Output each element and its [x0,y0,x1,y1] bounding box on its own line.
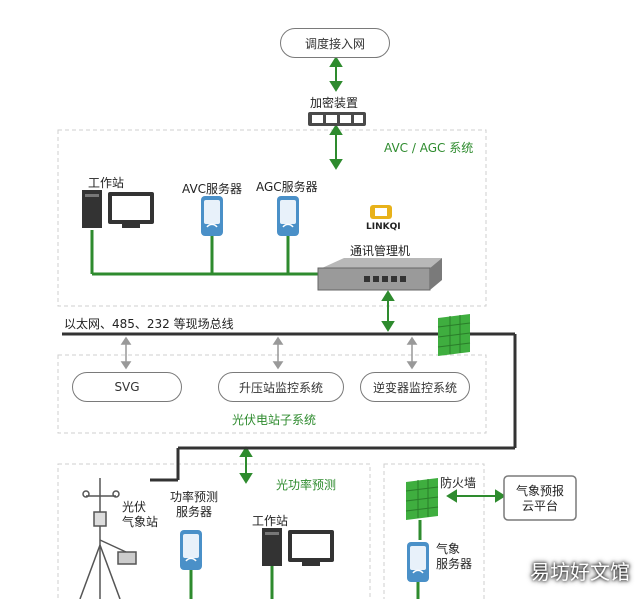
svg-node: SVG [72,372,182,402]
encryption-device-label: 加密装置 [310,96,359,110]
arrow-manager-bus [381,290,395,332]
firewall-bottom-icon [405,478,439,540]
avc-agc-group-box [57,129,487,307]
workstation-bottom-icon [262,528,334,599]
weather-station-icon [79,478,137,599]
arrow-network-encryption [329,56,343,92]
fieldbus-line [62,332,517,482]
workstation-bottom-label: 工作站 [252,514,289,528]
pv-weather-station-label: 光伏 气象站 [122,500,159,529]
weather-server-icon [407,542,429,599]
pv-subsystem-group-box [57,354,487,434]
watermark: 易坊好文馆 [530,560,630,584]
forecast-group-box [57,463,371,599]
comm-manager-icon [317,258,442,291]
linkqi-logo [370,205,392,219]
arrow-bus-forecast [239,446,253,484]
weather-cloud-label: 气象预报 云平台 [515,484,564,513]
firewall-top-icon [437,314,471,356]
gray-arrows [120,336,418,370]
firewall-label: 防火墙 [440,476,477,490]
pv-power-forecast-label: 光功率预测 [276,478,337,492]
dispatch-network-node: 调度接入网 [280,28,390,58]
arrow-firewall-cloud [446,489,506,503]
agc-server-label: AGC服务器 [256,180,318,194]
avc-agc-system-label: AVC / AGC 系统 [384,141,474,155]
pv-subsystem-label: 光伏电站子系统 [232,413,317,427]
fieldbus-label: 以太网、485、232 等现场总线 [64,317,234,331]
firewall-group-box [383,463,485,599]
power-forecast-server-label: 功率预测 服务器 [170,490,219,519]
weather-server-label: 气象 服务器 [436,542,473,571]
power-forecast-server-icon [180,530,202,599]
avc-server-icon [201,196,223,236]
workstation-top-label: 工作站 [88,176,125,190]
boost-station-node: 升压站监控系统 [218,372,344,402]
inverter-monitor-node: 逆变器监控系统 [360,372,470,402]
encryption-device-icon [308,112,366,126]
agc-server-icon [277,196,299,236]
workstation-top-icon [82,190,154,228]
comm-manager-label: 通讯管理机 [350,244,411,258]
avc-agc-network-lines [90,230,330,276]
avc-server-label: AVC服务器 [182,182,243,196]
arrow-encryption-system [329,124,343,170]
weather-cloud-box [503,475,577,521]
linkqi-logo-text: LINKQI [366,222,401,232]
